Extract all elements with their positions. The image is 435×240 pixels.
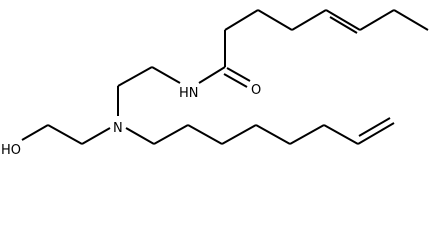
double-bond-inner xyxy=(329,16,358,34)
bond xyxy=(359,9,395,31)
bond xyxy=(81,127,111,145)
bond xyxy=(151,66,181,84)
bond xyxy=(255,124,291,145)
skeletal-formula: HO N HN O xyxy=(1,9,429,155)
carbonyl-bond xyxy=(223,73,248,88)
carbonyl-oxygen-label: O xyxy=(251,83,261,98)
octenoyl-chain xyxy=(198,9,429,88)
bond xyxy=(221,124,257,145)
ethylene-bridge xyxy=(117,66,181,116)
octenyl-chain xyxy=(125,117,395,145)
bond xyxy=(289,124,325,145)
bond xyxy=(198,66,226,84)
bond xyxy=(357,122,395,145)
bond xyxy=(21,124,49,141)
bond xyxy=(47,124,83,145)
chemical-structure-canvas: HO N HN O xyxy=(1,9,429,155)
bond xyxy=(224,9,259,31)
bond xyxy=(187,124,223,145)
bond xyxy=(257,9,293,31)
bond xyxy=(125,127,155,145)
amine-nitrogen-label: N xyxy=(113,121,123,136)
hydroxyethyl-chain xyxy=(21,124,111,145)
bond xyxy=(117,66,153,87)
bond xyxy=(393,9,429,31)
double-bond-inner xyxy=(358,117,391,137)
bond xyxy=(153,124,189,145)
bond xyxy=(325,9,361,31)
bond xyxy=(323,124,359,145)
bond xyxy=(291,9,327,31)
amide-nh-label: HN xyxy=(179,86,199,101)
hydroxyl-label: HO xyxy=(1,143,21,155)
carbonyl-bond xyxy=(226,67,251,82)
